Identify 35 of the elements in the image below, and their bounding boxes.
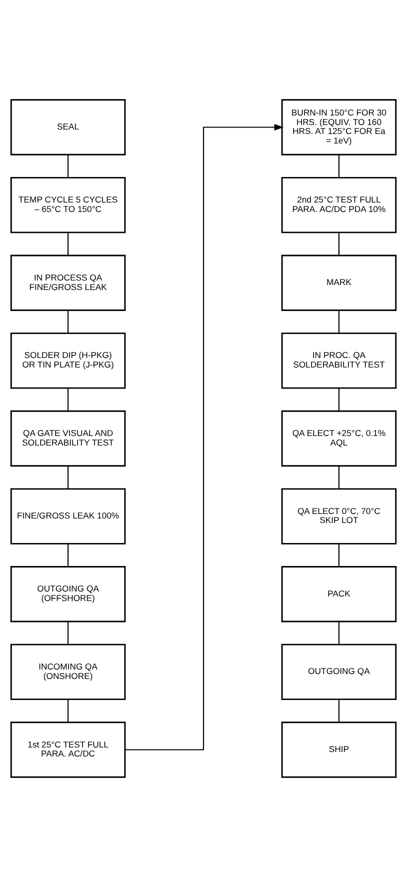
connector (338, 544, 340, 567)
node-box: QA ELECT 0°C, 70°C SKIP LOT (281, 488, 397, 544)
connector (68, 466, 69, 489)
connector (68, 544, 69, 567)
connector (68, 622, 69, 644)
node-box: SEAL (10, 99, 126, 156)
node-box: QA ELECT +25°C, 0.1% AQL (281, 410, 397, 467)
node-box: SOLDER DIP (H-PKG) OR TIN PLATE (J-PKG) (10, 332, 126, 389)
connector (68, 310, 69, 334)
node-box: OUTGOING QA (OFFSHORE) (10, 566, 126, 622)
connector (68, 388, 69, 412)
node-box: BURN-IN 150°C FOR 30 HRS. (EQUIV. TO 160 HRS. AT 125°C FOR Ea = 1eV) (281, 99, 397, 156)
connector (68, 154, 69, 178)
node-box: TEMP CYCLE 5 CYCLES – 65°C TO 150°C (10, 176, 126, 234)
node-box: FINE/GROSS LEAK 100% (10, 488, 126, 544)
connector (338, 388, 340, 412)
node-box: 1st 25°C TEST FULL PARA. AC/DC (10, 722, 126, 778)
node-box: IN PROCESS QA FINE/GROSS LEAK (10, 254, 126, 311)
connector (338, 466, 340, 489)
arrow (124, 124, 284, 750)
node-box: OUTGOING QA (281, 644, 397, 700)
node-box: SHIP (281, 722, 397, 778)
connector (338, 232, 340, 256)
node-box: MARK (281, 254, 397, 311)
connector (338, 622, 340, 644)
connector (338, 310, 340, 334)
node-box: IN PROC. QA SOLDERABILITY TEST (281, 332, 397, 389)
node-box: PACK (281, 566, 397, 622)
connector (338, 699, 340, 722)
connector (68, 232, 69, 256)
node-box: INCOMING QA (ONSHORE) (10, 644, 126, 700)
node-box: QA GATE VISUAL AND SOLDERABILITY TEST (10, 410, 126, 467)
node-box: 2nd 25°C TEST FULL PARA. AC/DC PDA 10% (281, 176, 397, 234)
connector (68, 699, 69, 722)
connector (338, 154, 340, 178)
